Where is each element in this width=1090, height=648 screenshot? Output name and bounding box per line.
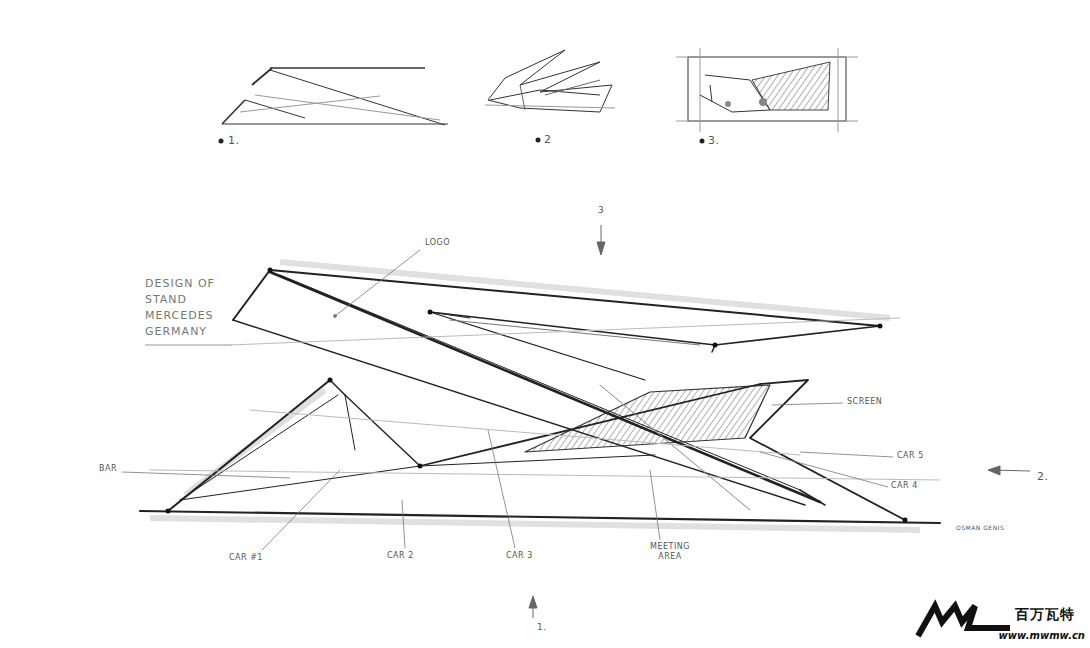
view-number: 2 (543, 133, 553, 146)
part-label: CAR 3 (505, 551, 534, 561)
watermark: www.mwmw.cn (998, 630, 1086, 642)
part-label: MEETING AREA (640, 542, 700, 561)
part-label: SCREEN (846, 397, 883, 407)
view-number: 3. (707, 134, 721, 147)
part-label: LOGO (424, 238, 451, 248)
view-arrow-label: 2. (1036, 470, 1050, 483)
part-label: CAR 5 (896, 451, 925, 461)
part-label: CAR #1 (228, 553, 264, 563)
view-number: 1. (227, 134, 241, 147)
watermark: 百万瓦特 (1014, 606, 1076, 623)
view-arrow-label: 3 (597, 205, 605, 216)
signature: OSMAN GENIS (955, 524, 1005, 531)
part-label: BAR (98, 464, 118, 474)
part-label: CAR 4 (890, 481, 919, 491)
view-arrow-label: 1. (536, 622, 548, 633)
sketch-title: DESIGN OF STAND MERCEDES GERMANY (145, 276, 225, 340)
part-label: CAR 2 (386, 551, 415, 561)
